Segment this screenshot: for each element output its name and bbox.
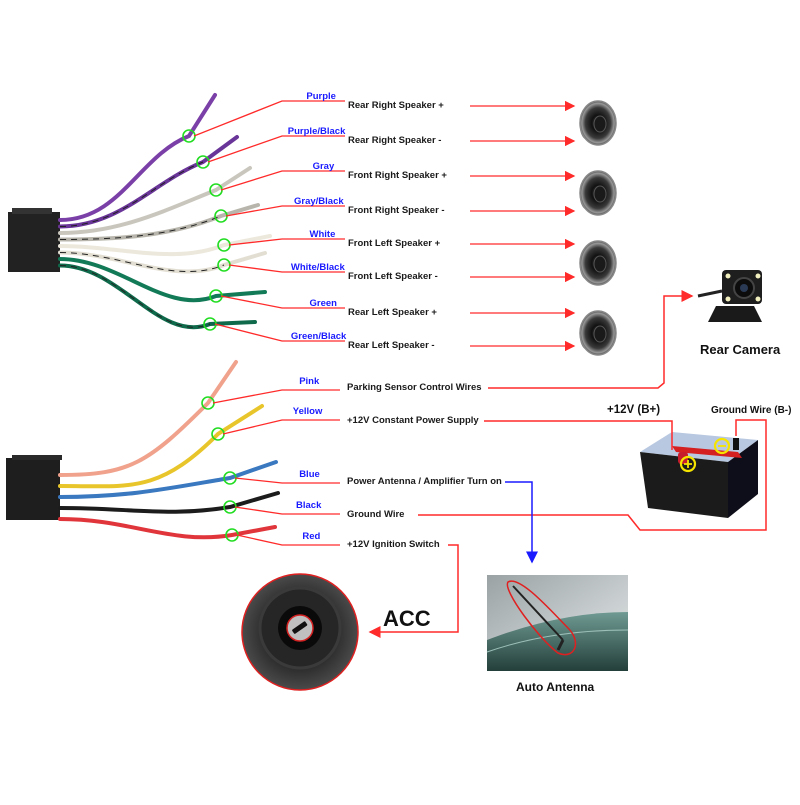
speaker-icon-rear-right-speaker: [579, 100, 617, 146]
wire-stripe: [59, 265, 211, 328]
wire-label-yellow: Yellow: [292, 406, 323, 417]
wire-label-gray-black: Gray/Black: [294, 196, 344, 207]
lower-connector: [6, 455, 62, 520]
connector-latch: [12, 455, 62, 460]
rear-camera-caption: Rear Camera: [700, 342, 781, 357]
rear-camera-icon: [697, 270, 762, 322]
speaker-group: [579, 100, 617, 356]
wire-label-black: Black: [296, 500, 322, 511]
negative-terminal-marker: [713, 437, 731, 455]
speaker-icon-front-right-speaker: [579, 170, 617, 216]
upper-connector: [8, 208, 60, 272]
leader-line: [207, 135, 345, 163]
function-label-rear-left-speaker: Rear Left Speaker -: [348, 340, 435, 351]
wire-red: [58, 517, 277, 540]
wire-blue: [58, 460, 278, 499]
wire-label-pink: Pink: [299, 376, 320, 387]
leader-line: [236, 534, 340, 546]
function-label-parking-sensor-control-wires: Parking Sensor Control Wires: [347, 382, 482, 393]
leader-line: [220, 295, 345, 309]
function-label-power-antenna-amplifier-turn-on: Power Antenna / Amplifier Turn on: [347, 476, 502, 487]
leader-line: [225, 205, 345, 217]
leader-line: [234, 506, 340, 515]
battery-ground-leader: [418, 419, 767, 531]
wire-label-white: White: [309, 229, 336, 240]
ignition-switch-icon: [241, 573, 359, 691]
leader-line: [234, 477, 340, 484]
battery-positive-leader: [484, 420, 673, 450]
wire-purple-black: [58, 135, 239, 229]
wire-stripe: [59, 215, 222, 240]
function-label-front-left-speaker: Front Left Speaker -: [348, 271, 438, 282]
function-label-ground-wire: Ground Wire: [347, 509, 405, 520]
leader-line: [228, 238, 345, 246]
function-label-front-left-speaker: Front Left Speaker +: [348, 238, 441, 249]
connector-body: [8, 212, 60, 272]
function-label-rear-left-speaker: Rear Left Speaker +: [348, 307, 437, 318]
wire-purple: [58, 93, 217, 222]
wire-black: [58, 491, 280, 514]
connector-body: [6, 458, 60, 520]
leader-line: [193, 100, 345, 137]
function-label-rear-right-speaker: Rear Right Speaker -: [348, 135, 442, 146]
wire-label-blue: Blue: [299, 469, 320, 480]
function-label-12v-constant-power-supply: +12V Constant Power Supply: [347, 415, 479, 426]
ignition-leader-line: [368, 544, 459, 638]
wire-label-green-black: Green/Black: [290, 331, 347, 342]
battery-positive-label: +12V (B+): [607, 404, 661, 416]
leader-line: [222, 419, 340, 435]
function-label-12v-ignition-switch: +12V Ignition Switch: [347, 539, 440, 550]
function-label-rear-right-speaker: Rear Right Speaker +: [348, 100, 444, 111]
positive-terminal-marker: [679, 455, 697, 473]
wire-label-purple: Purple: [306, 91, 336, 102]
function-label-front-right-speaker: Front Right Speaker -: [348, 205, 445, 216]
wire-pink: [58, 360, 238, 477]
speaker-icon-front-left-speaker: [579, 240, 617, 286]
leader-line: [228, 264, 345, 273]
antenna-leader-line: [505, 481, 538, 564]
wire-label-green: Green: [309, 298, 337, 309]
wire-green: [58, 257, 267, 303]
connector-latch: [12, 208, 52, 214]
lower-leader-lines: [201, 389, 340, 546]
speaker-icon-rear-left-speaker: [579, 310, 617, 356]
leader-line: [220, 170, 345, 191]
antenna-highlight-outline: [506, 580, 577, 656]
leader-line: [214, 323, 345, 342]
auto-antenna-photo: [486, 575, 629, 671]
wire-label-gray: Gray: [312, 161, 335, 172]
wire-stripe: [59, 252, 225, 272]
wire-gray: [58, 166, 252, 235]
wire-yellow: [58, 404, 264, 489]
upper-wire-bundle: [58, 93, 272, 330]
wire-stripe: [59, 161, 204, 227]
auto-antenna-caption: Auto Antenna: [516, 680, 595, 694]
function-label-front-right-speaker: Front Right Speaker +: [348, 170, 447, 181]
wire-label-white-black: White/Black: [290, 262, 345, 273]
battery-icon: [640, 432, 758, 518]
wire-label-purple-black: Purple/Black: [287, 126, 346, 137]
camera-leader-line: [488, 290, 694, 389]
wire-label-red: Red: [302, 531, 321, 542]
upper-leader-lines: [182, 100, 576, 352]
battery-negative-label: Ground Wire (B-): [711, 405, 792, 416]
lower-wire-bundle: [58, 360, 280, 540]
acc-label: ACC: [383, 606, 431, 631]
wire-white: [58, 234, 272, 257]
leader-line: [212, 389, 340, 404]
